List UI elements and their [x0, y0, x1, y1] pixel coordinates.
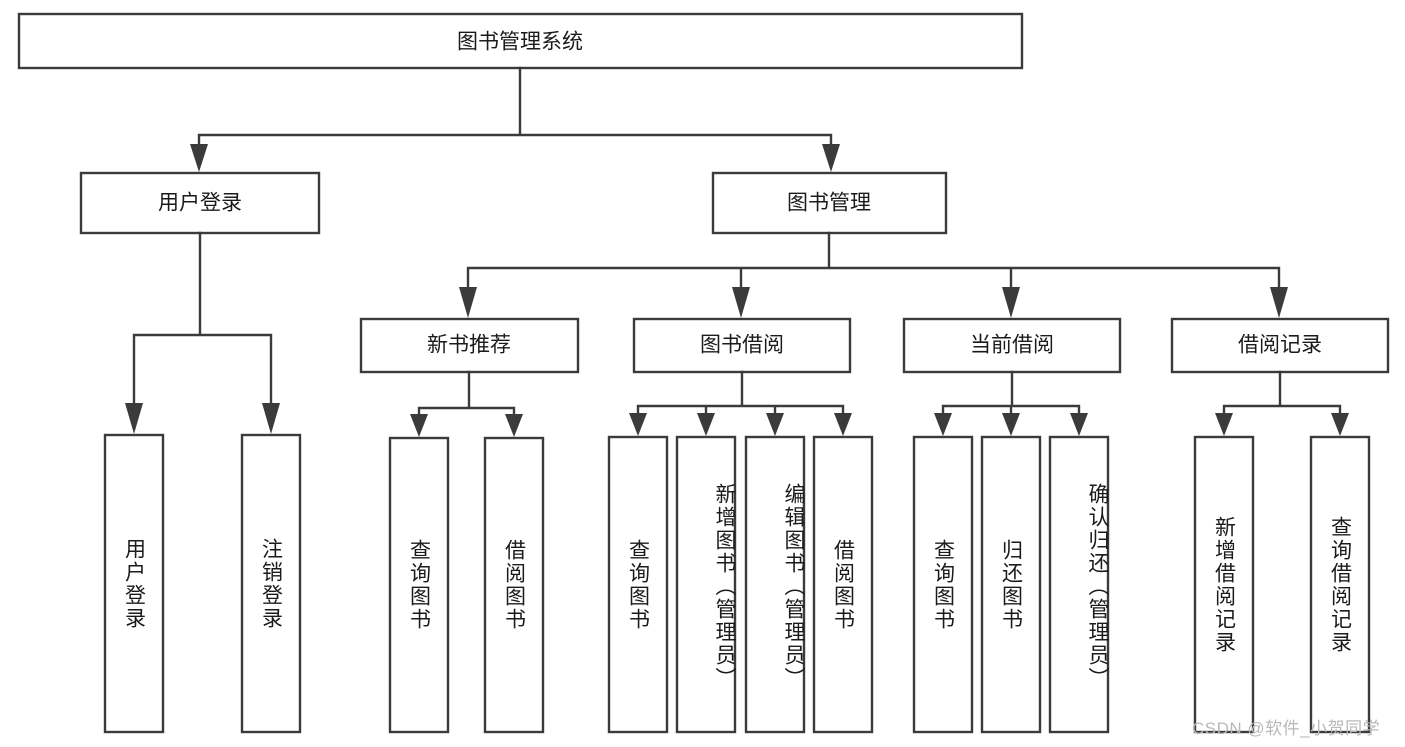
node-new-book-recommend-label: 新书推荐 [427, 334, 511, 357]
connector-current-borrow-to-leaves [941, 370, 1081, 416]
arrow-record-to-add-record [1215, 413, 1233, 436]
node-user-login-box[interactable] [79, 171, 321, 235]
arrow-root-to-user-login [190, 144, 208, 172]
csdn-watermark: CSDN @软件_小贺同学 [1192, 719, 1381, 738]
node-leaf-borrow-books-1-box[interactable] [483, 436, 545, 734]
node-new-book-recommend-box[interactable] [359, 317, 580, 374]
node-leaf-query-books-3-box[interactable] [912, 435, 974, 734]
node-leaf-edit-book-box[interactable] [744, 435, 806, 734]
node-book-borrow-label: 图书借阅 [700, 334, 784, 357]
arrow-to-book-borrow [732, 287, 750, 318]
node-leaf-logout-login-box[interactable] [240, 433, 302, 734]
arrow-borrow-to-query-books [629, 413, 647, 436]
arrow-to-new-book-recommend [459, 287, 477, 318]
arrow-user-login-to-leaf-logout [262, 403, 280, 434]
node-leaf-add-record-box[interactable] [1193, 435, 1255, 734]
node-root-box[interactable] [17, 12, 1024, 70]
node-leaf-query-books-1-box[interactable] [388, 436, 450, 734]
connector-root-to-level1 [197, 66, 833, 147]
node-leaf-borrow-books-2-box[interactable] [812, 435, 874, 734]
node-user-login-label: 用户登录 [158, 192, 242, 215]
arrow-current-to-query-books [934, 413, 952, 436]
connector-user-login-to-leaves [132, 231, 273, 406]
node-leaf-return-book-box[interactable] [980, 435, 1042, 734]
connector-book-borrow-to-leaves [636, 370, 845, 416]
connector-book-management-to-level2 [466, 231, 1281, 290]
node-leaf-query-record-box[interactable] [1309, 435, 1371, 734]
arrow-root-to-book-management [822, 144, 840, 172]
arrow-recommend-to-borrow-books [505, 414, 523, 437]
node-book-management-label: 图书管理 [787, 192, 871, 215]
connector-new-book-recommend-to-leaves [417, 370, 516, 417]
arrow-recommend-to-query-books [410, 414, 428, 437]
arrow-borrow-to-add-book [697, 413, 715, 436]
arrow-borrow-to-edit-book [766, 413, 784, 436]
node-leaf-query-books-2-box[interactable] [607, 435, 669, 734]
arrow-to-current-borrow [1002, 287, 1020, 318]
arrow-current-to-confirm-return [1070, 413, 1088, 436]
node-leaf-confirm-return-box[interactable] [1048, 435, 1110, 734]
node-root-label: 图书管理系统 [457, 31, 583, 54]
node-borrow-record-label: 借阅记录 [1238, 334, 1322, 357]
node-current-borrow-label: 当前借阅 [970, 334, 1054, 357]
node-current-borrow-box[interactable] [902, 317, 1122, 374]
arrow-current-to-return-book [1002, 413, 1020, 436]
arrow-record-to-query-record [1331, 413, 1349, 436]
arrow-borrow-to-borrow-books [834, 413, 852, 436]
node-leaf-add-book-box[interactable] [675, 435, 737, 734]
connector-borrow-record-to-leaves [1222, 370, 1342, 416]
arrow-user-login-to-leaf-user-login [125, 403, 143, 434]
node-leaf-user-login-box[interactable] [103, 433, 165, 734]
arrow-to-borrow-record [1270, 287, 1288, 318]
